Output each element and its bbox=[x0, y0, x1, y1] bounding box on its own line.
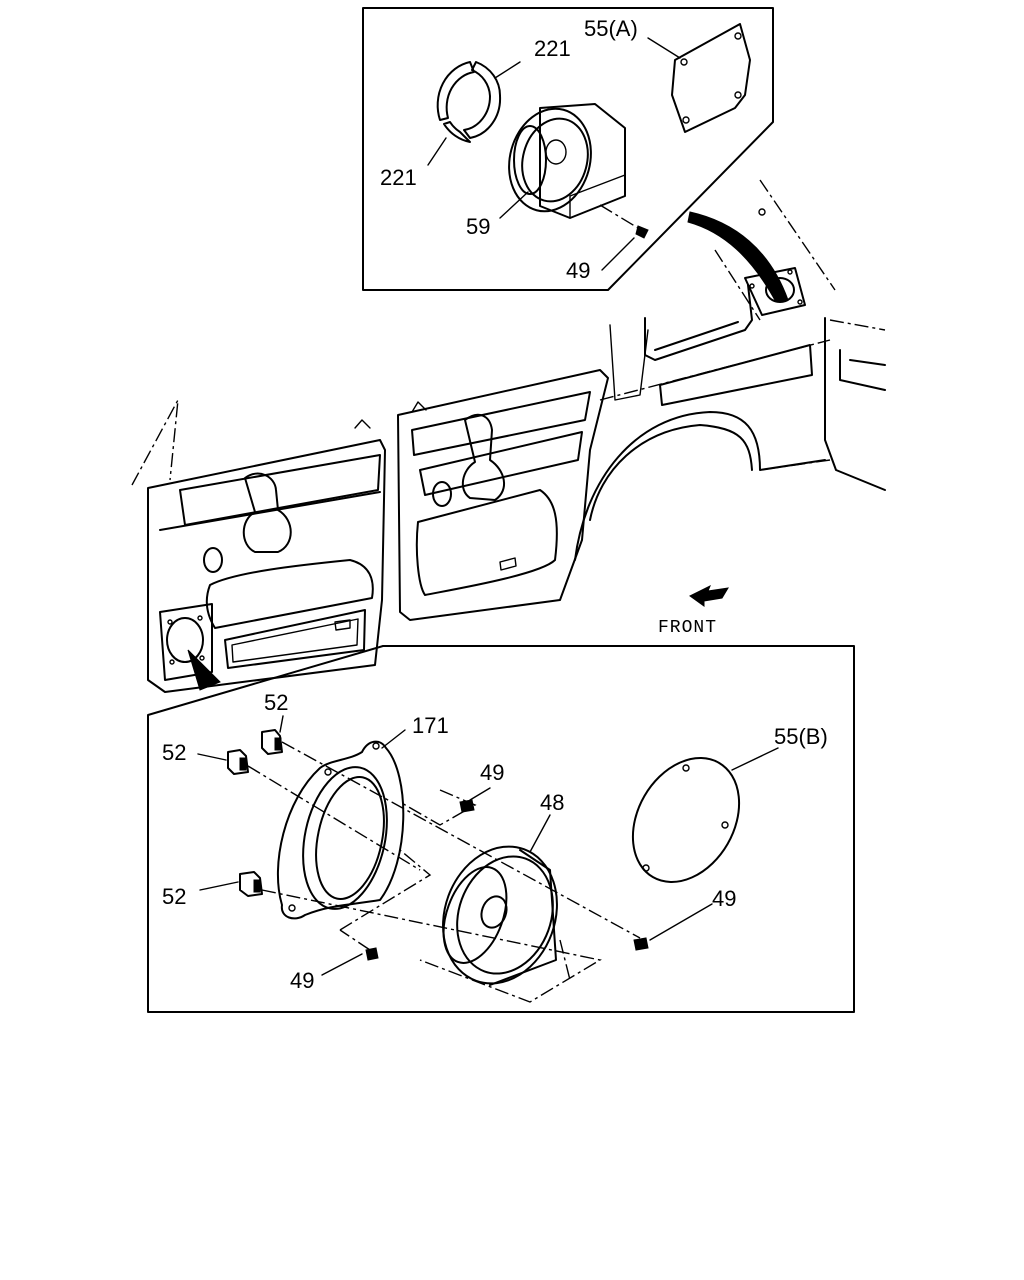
vehicle-body bbox=[131, 179, 886, 693]
label-52-mid: 52 bbox=[162, 740, 186, 765]
part-52-clip-mid bbox=[227, 749, 249, 775]
label-48: 48 bbox=[540, 790, 564, 815]
part-55b-cover bbox=[631, 757, 741, 883]
part-49-screw-b bbox=[633, 937, 649, 951]
part-52-clip-top bbox=[261, 729, 283, 755]
front-speaker-inset: 52 52 52 171 49 48 55(B) 49 49 bbox=[147, 645, 855, 1013]
label-49-inset: 49 bbox=[566, 258, 590, 283]
label-171: 171 bbox=[412, 713, 449, 738]
label-49-c: 49 bbox=[290, 968, 314, 993]
front-direction-indicator: FRONT bbox=[658, 584, 729, 638]
pointer-arrow-rear bbox=[687, 211, 789, 303]
label-52-top: 52 bbox=[264, 690, 288, 715]
label-49-b: 49 bbox=[712, 886, 736, 911]
inset-frame-bottom bbox=[147, 645, 855, 1013]
part-52-clip-bottom bbox=[239, 871, 263, 897]
part-221-ring bbox=[436, 61, 502, 143]
part-49-screw-c bbox=[365, 947, 379, 961]
part-49-screw-inset bbox=[599, 204, 649, 239]
part-48-speaker bbox=[442, 845, 558, 986]
label-49-a: 49 bbox=[480, 760, 504, 785]
part-171-bracket bbox=[276, 740, 405, 920]
label-55a: 55(A) bbox=[584, 16, 638, 41]
label-52-bottom: 52 bbox=[162, 884, 186, 909]
label-221-bottom: 221 bbox=[380, 165, 417, 190]
front-arrow-icon bbox=[689, 584, 729, 607]
label-221-top: 221 bbox=[534, 36, 571, 61]
label-front: FRONT bbox=[658, 618, 717, 638]
label-55b: 55(B) bbox=[774, 724, 828, 749]
label-59: 59 bbox=[466, 214, 490, 239]
pointer-arrow-front bbox=[187, 649, 221, 691]
part-55a-cover bbox=[671, 23, 751, 133]
rear-speaker-inset: 55(A) 221 221 59 49 bbox=[362, 7, 774, 291]
inset-frame-top bbox=[362, 7, 774, 291]
part-59-speaker bbox=[508, 103, 626, 219]
